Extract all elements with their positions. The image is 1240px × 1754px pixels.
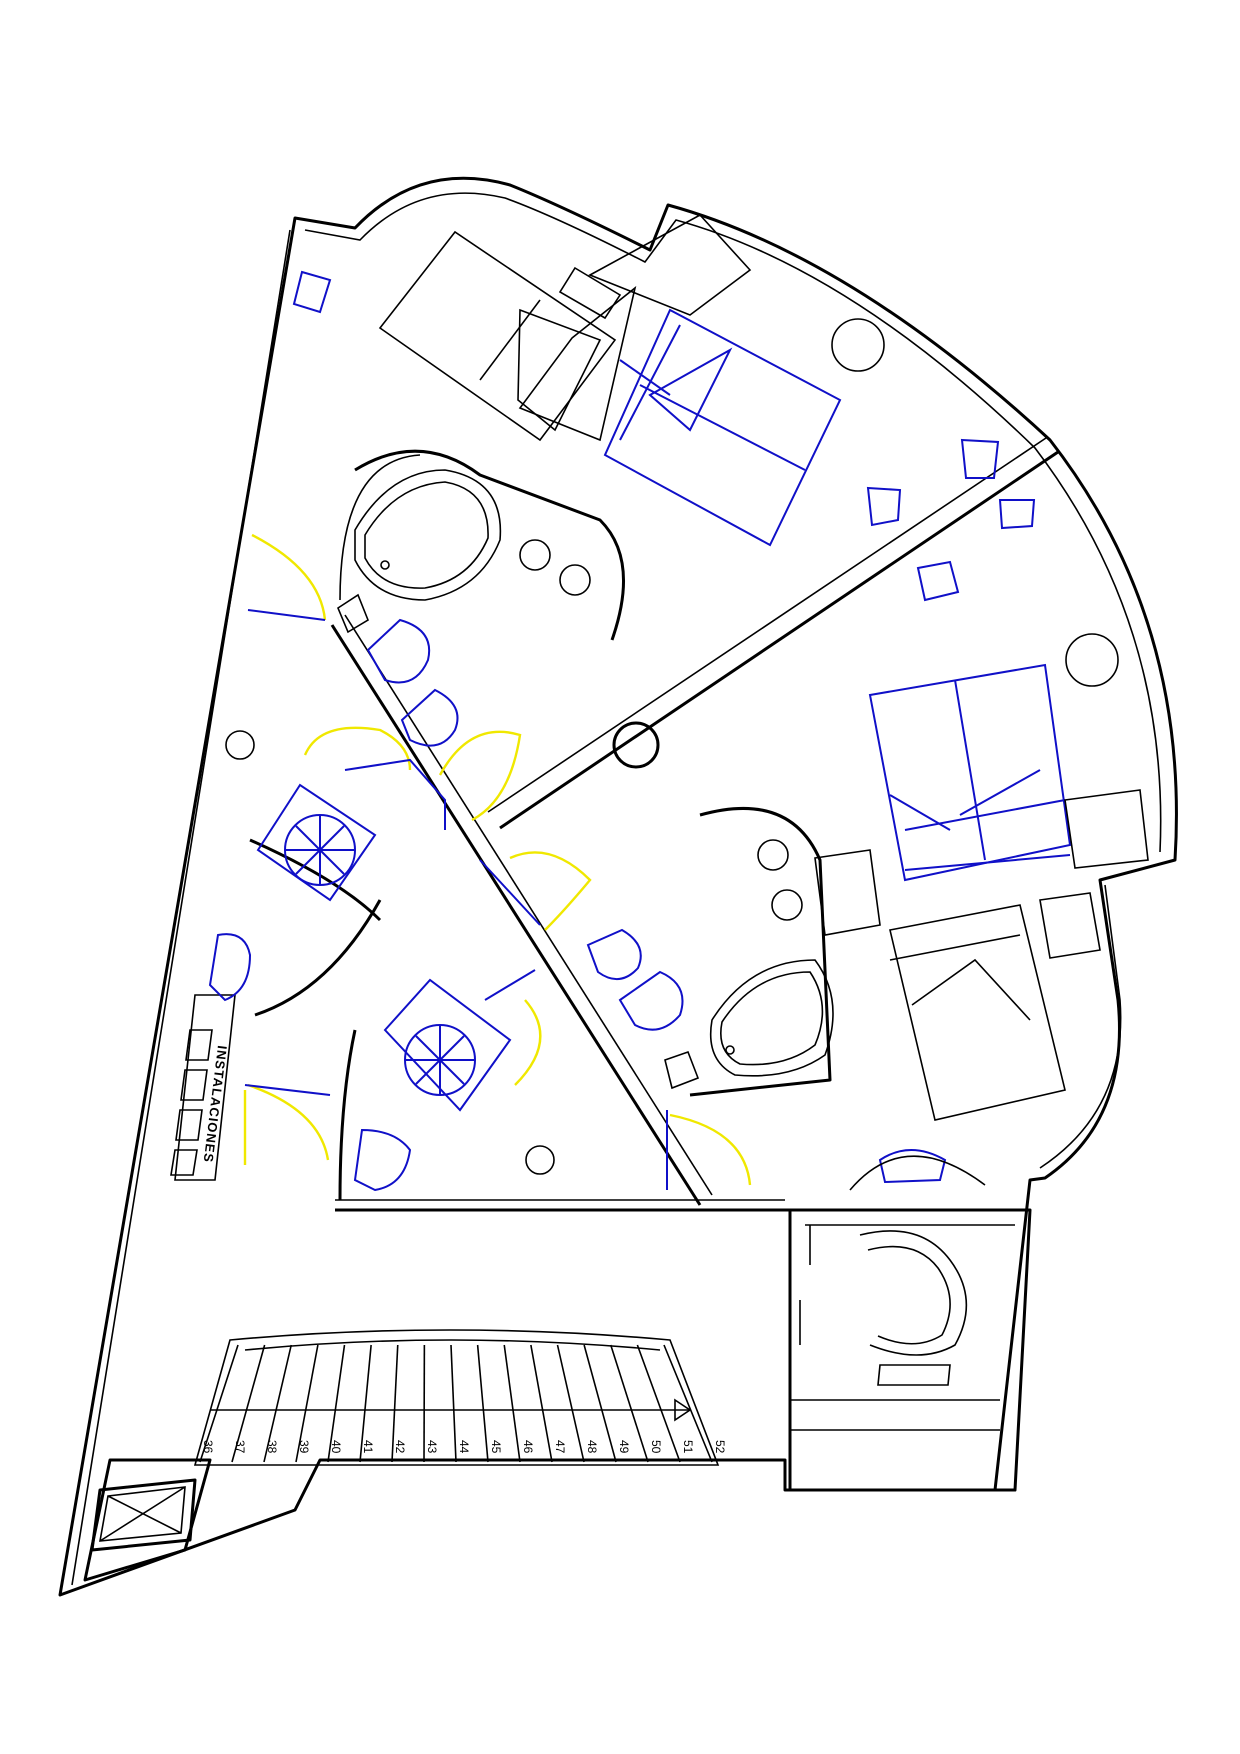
bed-icon <box>603 308 842 547</box>
stair-tread <box>295 1344 319 1463</box>
armchair-icon <box>292 270 332 314</box>
stair-step-number: 39 <box>297 1440 311 1454</box>
stair-tread <box>199 1344 239 1463</box>
elevator-icon <box>849 1149 986 1191</box>
bed-icon <box>378 230 617 442</box>
stair-step-number: 41 <box>361 1440 375 1454</box>
stair-tread <box>556 1344 585 1463</box>
stair-tread <box>327 1344 346 1463</box>
stair-tread <box>476 1344 489 1463</box>
stair-tread <box>231 1344 266 1463</box>
stair-step-number: 42 <box>393 1440 407 1454</box>
upper-bedroom <box>292 213 1036 602</box>
washbasin-icon <box>519 539 591 596</box>
armchair-icon <box>998 499 1036 530</box>
bed-icon <box>868 663 1072 882</box>
stair-step-number: 37 <box>233 1440 247 1454</box>
upper-bathroom <box>337 469 591 747</box>
bidet-icon <box>586 928 642 980</box>
stair-tread <box>530 1344 553 1463</box>
armchair-icon <box>866 486 902 527</box>
washbasin-icon <box>757 839 803 921</box>
stair-tread <box>391 1344 399 1463</box>
washbasin-icon <box>525 1145 555 1175</box>
stair-tread <box>663 1344 713 1463</box>
bathtub-icon <box>709 959 834 1077</box>
toilet-icon <box>353 1128 412 1192</box>
lower-bathroom <box>586 839 834 1090</box>
stair-tread <box>583 1344 617 1463</box>
shower-icon <box>256 783 377 902</box>
stair-step-number: 47 <box>553 1440 567 1454</box>
stair-step-number: 46 <box>521 1440 535 1454</box>
lower-bedroom <box>814 663 1149 1121</box>
toilet-icon <box>208 933 252 1002</box>
installations-label: INSTALACIONES <box>201 1045 230 1164</box>
washbasin-icon <box>225 730 255 760</box>
column-icon <box>612 721 660 769</box>
toilet-icon <box>618 970 684 1031</box>
stair-step-number: 40 <box>329 1440 343 1454</box>
stair-step-number: 45 <box>489 1440 503 1454</box>
toilet-icon <box>366 618 431 684</box>
stair-tread <box>263 1344 293 1463</box>
bathtub-icon <box>354 469 502 601</box>
shower-icon <box>383 978 512 1112</box>
door-swings <box>243 533 752 1190</box>
stair-step-number: 36 <box>201 1440 215 1454</box>
stair-step-number: 51 <box>681 1440 695 1454</box>
stair-tread <box>359 1344 372 1463</box>
main-staircase: 36 37 38 39 40 41 42 43 44 45 46 47 48 49 50 51 52 <box>193 1329 727 1466</box>
stair-step-number: 49 <box>617 1440 631 1454</box>
stair-step-number: 44 <box>457 1440 471 1454</box>
bidet-icon <box>400 688 459 747</box>
interior-walls <box>83 318 1119 1582</box>
stair-tread <box>503 1344 521 1463</box>
stair-step-number: 52 <box>713 1440 727 1454</box>
armchair-icon <box>916 560 960 602</box>
stair-step-number: 43 <box>425 1440 439 1454</box>
exterior-walls <box>58 176 1178 1597</box>
stair-step-number: 50 <box>649 1440 663 1454</box>
armchair-icon <box>960 438 1000 479</box>
stair-step-number: 38 <box>265 1440 279 1454</box>
bed-icon <box>889 904 1066 1121</box>
spiral-stair-icon <box>799 1225 968 1386</box>
stair-tread <box>636 1344 681 1463</box>
stair-step-number: 48 <box>585 1440 599 1454</box>
stair-tread <box>450 1344 457 1463</box>
installations-shaft: INSTALACIONES <box>170 1029 230 1176</box>
stair-tread <box>609 1344 649 1463</box>
elevator-icon <box>90 1478 197 1552</box>
